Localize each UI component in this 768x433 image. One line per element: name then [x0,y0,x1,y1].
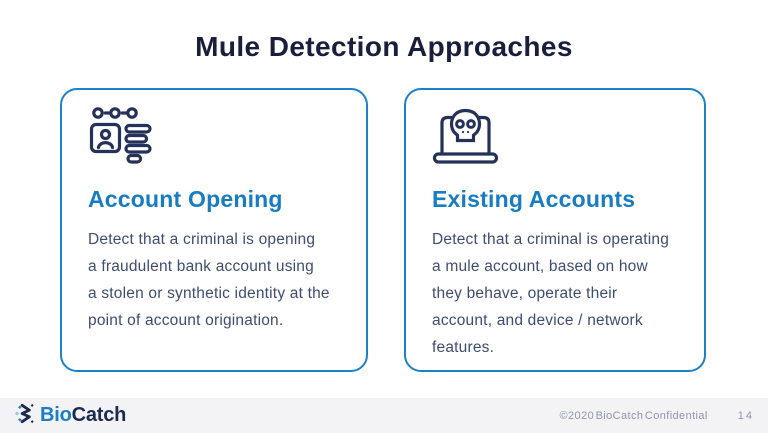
copyright-text: ©2020 BioCatch Confidential [559,409,708,422]
footer-right: ©2020 BioCatch Confidential 14 [560,410,754,422]
card-heading-account-opening: Account Opening [88,186,283,212]
footer-bar: BioCatch ©2020 BioCatch Confidential 14 [0,398,768,433]
card-body-existing-accounts: Detect that a criminal is operating a mu… [432,231,670,356]
laptop-skull-icon [432,106,678,174]
page-number: 14 [737,409,754,422]
biocatch-logo-text: BioCatch [40,404,126,427]
logo-text-catch: Catch [71,404,127,426]
card-body-account-opening: Detect that a criminal is opening a frau… [88,231,330,329]
logo-text-bio: Bio [40,404,72,426]
biocatch-logo: BioCatch [14,402,126,430]
card-account-opening: Account Opening Detect that a criminal i… [60,88,368,372]
id-card-icon [88,106,340,174]
slide-title: Mule Detection Approaches [195,31,573,62]
card-existing-accounts: Existing Accounts Detect that a criminal… [404,88,706,372]
biocatch-logo-mark-icon [14,402,37,430]
card-heading-existing-accounts: Existing Accounts [432,186,636,212]
